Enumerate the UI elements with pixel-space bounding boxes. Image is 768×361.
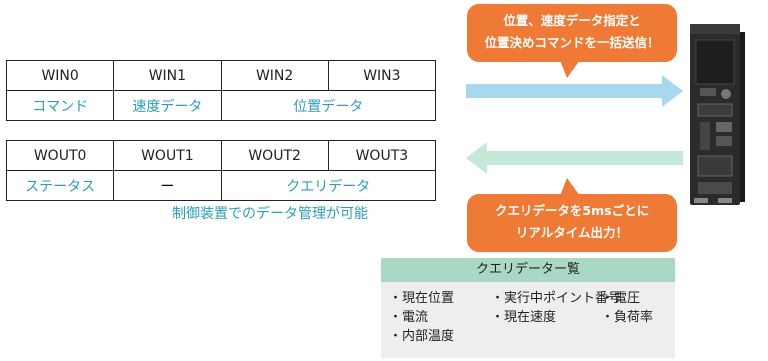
controller-caption: 制御装置でのデータ管理が可能 — [172, 206, 368, 222]
send-callout: 位置、速度データ指定と 位置決めコマンドを一括送信！ — [467, 4, 677, 62]
win2-cell: WIN2 — [220, 60, 329, 91]
wout1-cell: WOUT1 — [113, 140, 222, 171]
wout2-cell: WOUT2 — [220, 140, 329, 171]
query-item: ・電流 — [389, 310, 429, 325]
receive-callout-line2: リアルタイム出力！ — [515, 225, 629, 240]
bubble-bottom-tail — [560, 178, 580, 196]
driver-device-image — [690, 24, 745, 205]
query-item: ・実行中ポイント番号 — [491, 291, 622, 306]
wout0-cell: WOUT0 — [5, 140, 115, 171]
send-callout-line1: 位置、速度データ指定と — [503, 13, 641, 28]
win-content-row: コマンド 速度データ 位置データ — [5, 90, 436, 121]
send-arrow — [466, 75, 683, 107]
query-list-title: クエリデーター覧 — [381, 258, 675, 282]
query-item: ・内部温度 — [389, 329, 455, 344]
win-register-table: WIN0 WIN1 WIN2 WIN3 コマンド 速度データ 位置データ — [5, 60, 437, 121]
query-data-list: クエリデーター覧 ・現在位置 ・実行中ポイント番号 ・電圧 ・電流 ・現在速度 … — [381, 258, 675, 358]
win0-cell: WIN0 — [5, 60, 115, 91]
bubble-top-tail — [560, 60, 580, 78]
query-item: ・電圧 — [601, 291, 641, 306]
query-item: ・負荷率 — [601, 310, 654, 325]
receive-arrow — [466, 142, 683, 174]
command-cell: コマンド — [5, 90, 115, 121]
win3-cell: WIN3 — [327, 60, 437, 91]
receive-callout: クエリデータを5msごとに リアルタイム出力！ — [467, 194, 677, 252]
win1-cell: WIN1 — [113, 60, 222, 91]
status-cell: ステータス — [5, 170, 115, 201]
query-item: ・現在速度 — [491, 310, 557, 325]
wout-content-row: ステータス ー クエリデータ — [5, 170, 436, 201]
wout-header-row: WOUT0 WOUT1 WOUT2 WOUT3 — [5, 140, 437, 171]
empty-cell: ー — [113, 170, 222, 201]
wout3-cell: WOUT3 — [327, 140, 437, 171]
send-callout-line2: 位置決めコマンドを一括送信！ — [484, 35, 660, 50]
wout-register-table: WOUT0 WOUT1 WOUT2 WOUT3 ステータス ー クエリデータ — [5, 140, 437, 201]
query-data-cell: クエリデータ — [220, 170, 436, 201]
win-header-row: WIN0 WIN1 WIN2 WIN3 — [5, 60, 437, 91]
query-item: ・現在位置 — [389, 291, 455, 306]
receive-callout-line1: クエリデータを5msごとに — [494, 203, 650, 218]
position-data-cell: 位置データ — [220, 90, 436, 121]
speed-data-cell: 速度データ — [113, 90, 222, 121]
